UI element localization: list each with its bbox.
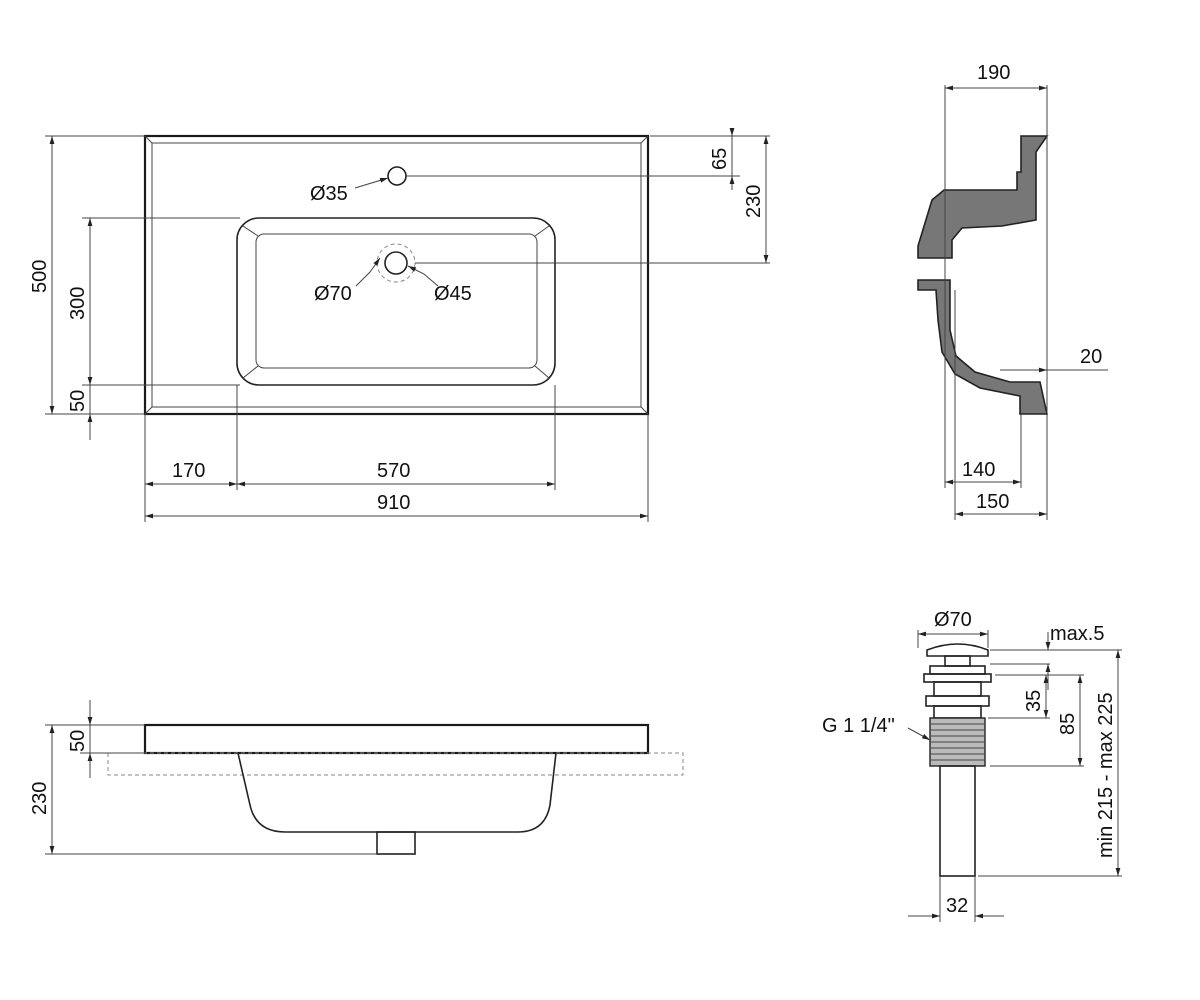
thread-label: G 1 1/4" xyxy=(822,715,895,737)
dim-65: 65 xyxy=(709,148,731,170)
dim-85: 85 xyxy=(1057,713,1079,735)
cabinet-outline xyxy=(107,752,684,776)
bowl-bottom xyxy=(255,233,538,369)
thread-section xyxy=(929,717,986,767)
dim-150: 150 xyxy=(976,491,1009,513)
drain-waste-view: Ø70 max.5 35 85 min 215 - max 225 G 1 1/… xyxy=(822,609,1122,922)
tap-hole xyxy=(387,166,407,186)
dim-910: 910 xyxy=(377,492,410,514)
dim-32: 32 xyxy=(946,895,968,917)
dim-50-front: 50 xyxy=(67,730,89,752)
dim-max5: max.5 xyxy=(1050,623,1104,645)
dim-range: min 215 - max 225 xyxy=(1095,692,1117,858)
dim-230-front: 230 xyxy=(29,782,51,815)
dim-300: 300 xyxy=(67,287,89,320)
basin-outline xyxy=(143,134,650,416)
countertop xyxy=(143,723,650,755)
section-profile xyxy=(917,135,1049,259)
front-view: 230 50 xyxy=(29,700,684,855)
dim-d70: Ø70 xyxy=(314,283,352,305)
dim-190: 190 xyxy=(977,62,1010,84)
drain-hole xyxy=(384,251,408,275)
dim-w70: Ø70 xyxy=(934,609,972,631)
dim-d35: Ø35 xyxy=(310,183,348,205)
dim-570: 570 xyxy=(377,460,410,482)
bowl-outline xyxy=(236,217,556,386)
dim-230-top: 230 xyxy=(743,185,765,218)
drain-tail-pipe xyxy=(939,765,976,877)
dim-20: 20 xyxy=(1080,346,1102,368)
top-view: 65 230 500 300 50 170 570 910 Ø35 Ø70 xyxy=(29,128,770,522)
bowl-profile xyxy=(237,752,557,833)
dim-50-top: 50 xyxy=(67,390,89,412)
dim-35-drain: 35 xyxy=(1023,690,1045,712)
dim-140: 140 xyxy=(962,459,995,481)
basin-inner-edge xyxy=(151,142,642,408)
side-section-view: 190 140 150 20 xyxy=(917,62,1108,520)
drain-cap xyxy=(926,643,989,657)
dim-170: 170 xyxy=(172,460,205,482)
dim-d45: Ø45 xyxy=(434,283,472,305)
drain-outer xyxy=(376,243,416,283)
dim-500: 500 xyxy=(29,260,51,293)
drain-stub xyxy=(376,831,416,855)
